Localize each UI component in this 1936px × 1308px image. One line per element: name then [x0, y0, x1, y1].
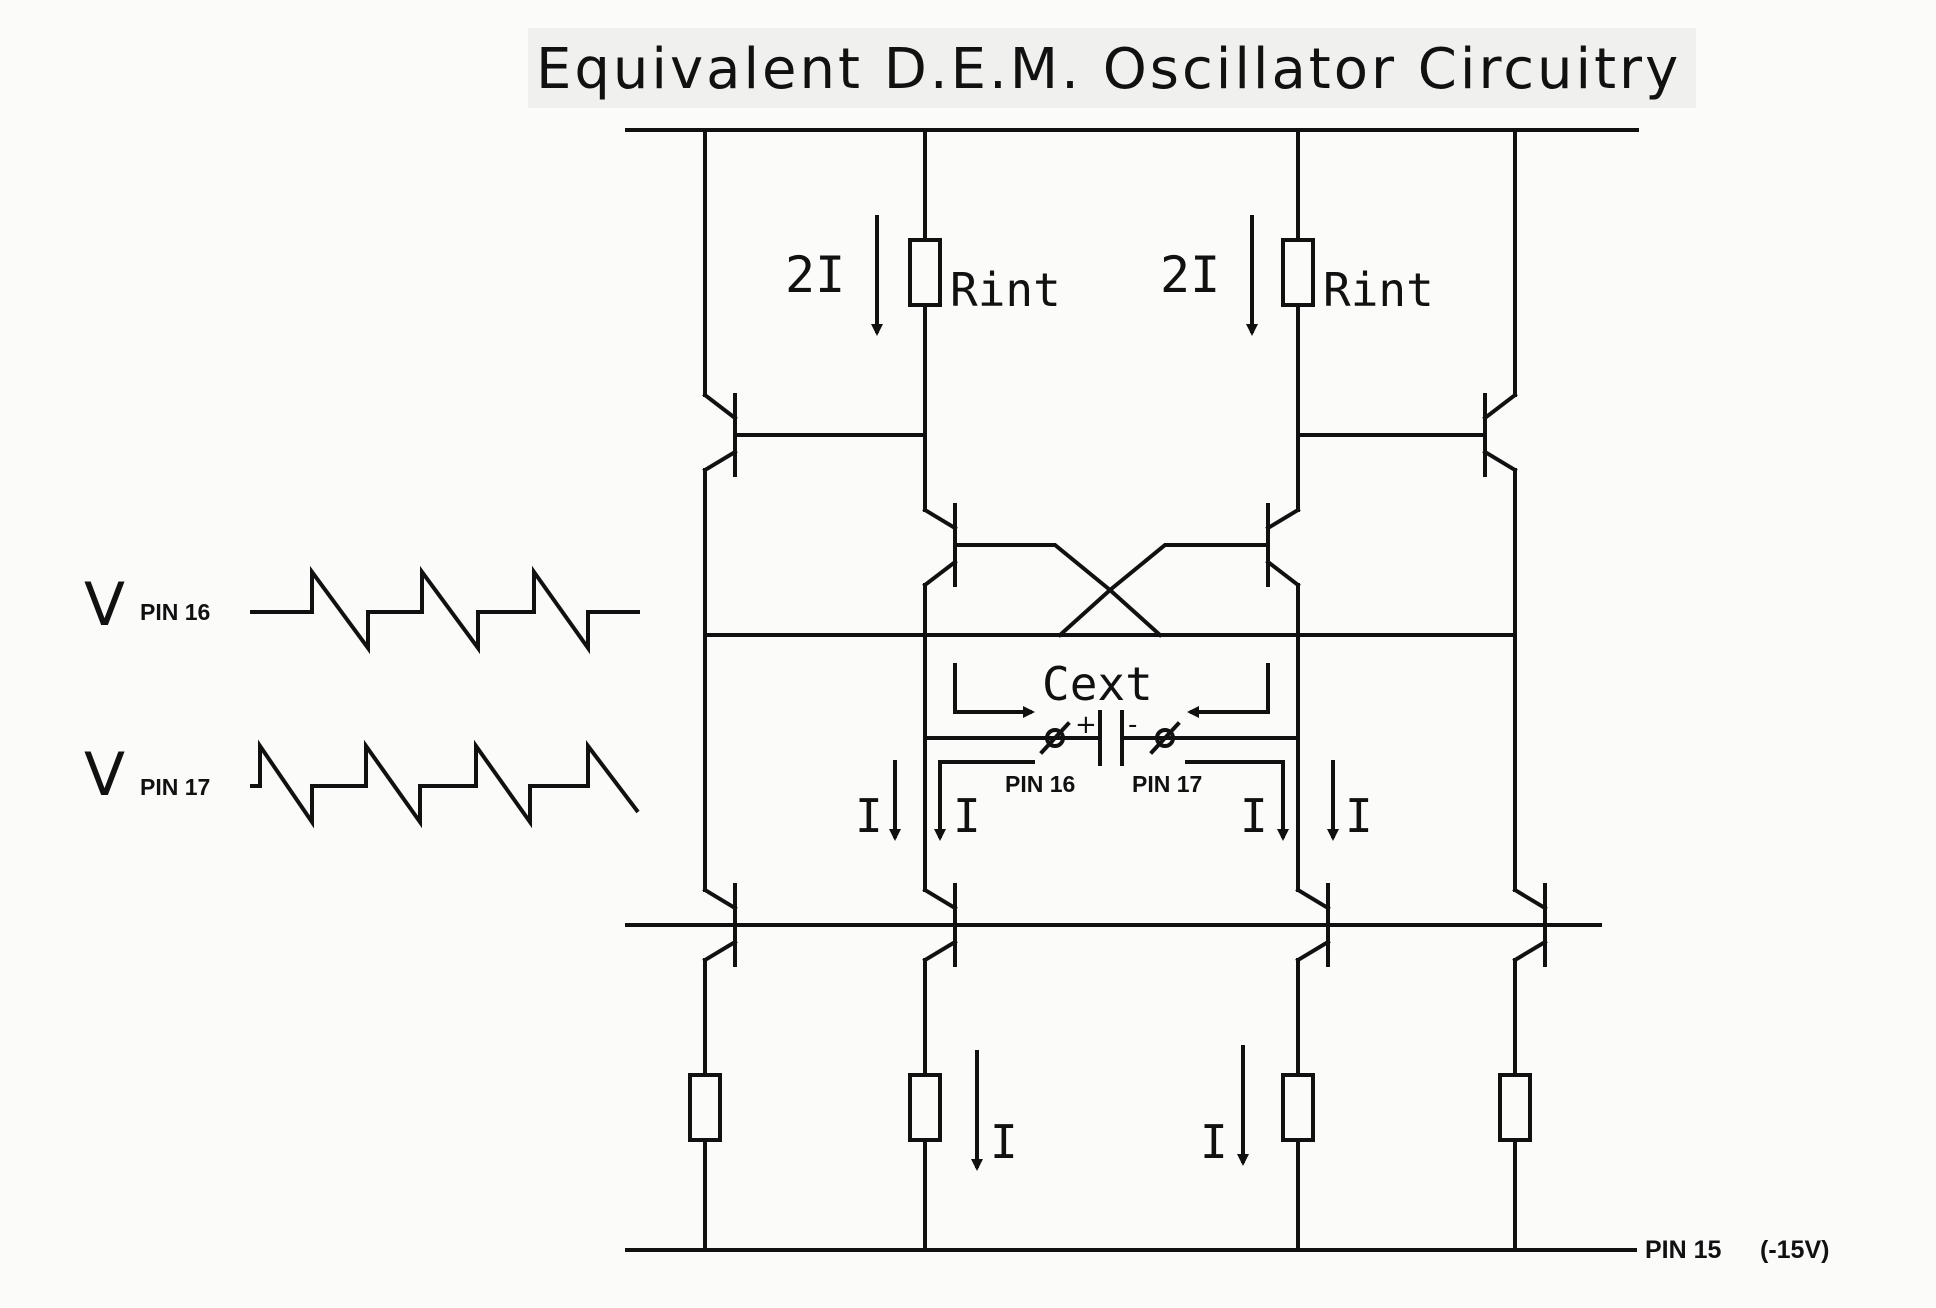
- bottom-resistor-4: [1498, 1073, 1532, 1142]
- transistor-bottom-2: [922, 883, 958, 967]
- diagram-title: Equivalent D.E.M. Oscillator Circuitry: [536, 37, 1681, 102]
- label-rint-right: Rint: [1323, 263, 1434, 317]
- pin17-terminal: [1149, 721, 1181, 755]
- label-v-pin17: V: [84, 740, 125, 810]
- label-pin16-cap: PIN 16: [1005, 771, 1075, 797]
- label-cap-plus: +: [1075, 710, 1097, 740]
- transistor-bottom-1: [702, 883, 738, 967]
- label-2i-left: 2I: [785, 246, 845, 304]
- label-i-col1: I: [855, 789, 883, 843]
- arrow-charge-left: [953, 663, 1035, 718]
- label-2i-right: 2I: [1160, 246, 1220, 304]
- transistor-cross-right: [1265, 503, 1301, 588]
- label-rint-left: Rint: [950, 263, 1061, 317]
- label-i-cap-right: I: [1240, 789, 1268, 843]
- rint-resistor-left: [908, 238, 942, 307]
- label-v-pin17-sub: PIN 17: [140, 774, 210, 800]
- bottom-resistor-2: [908, 1073, 942, 1142]
- label-i-bottom-left: I: [990, 1115, 1018, 1169]
- transistor-bottom-3: [1295, 883, 1331, 967]
- title-box: [528, 28, 1696, 108]
- rint-resistor-right: [1281, 238, 1315, 307]
- bottom-resistor-3: [1281, 1073, 1315, 1142]
- waveform-pin16: [250, 565, 640, 655]
- arrow-i-cap-right: [1185, 760, 1289, 841]
- transistor-cross-left: [922, 503, 958, 588]
- label-cap-minus: -: [1128, 710, 1137, 740]
- transistor-upper-left: [702, 392, 738, 477]
- label-pin17-cap: PIN 17: [1132, 771, 1202, 797]
- arrow-charge-right: [1187, 663, 1270, 718]
- pin16-terminal: [1039, 721, 1071, 755]
- label-i-col4: I: [1345, 789, 1373, 843]
- label-i-bottom-right: I: [1200, 1115, 1228, 1169]
- arrow-i-cap-left: [934, 760, 1035, 841]
- transistor-upper-right: [1482, 392, 1518, 477]
- cross-wire-a: [953, 543, 1163, 638]
- transistor-bottom-4: [1512, 883, 1548, 967]
- cross-wire-b: [1057, 543, 1270, 638]
- label-pin15: PIN 15: [1645, 1236, 1722, 1264]
- bottom-resistor-1: [688, 1073, 722, 1142]
- label-pin15-voltage: (-15V): [1760, 1236, 1829, 1264]
- label-i-cap-left: I: [953, 789, 981, 843]
- label-v-pin16: V: [84, 570, 125, 640]
- waveform-pin17: [250, 739, 640, 829]
- label-v-pin16-sub: PIN 16: [140, 599, 210, 625]
- label-cext: Cext: [1042, 657, 1153, 711]
